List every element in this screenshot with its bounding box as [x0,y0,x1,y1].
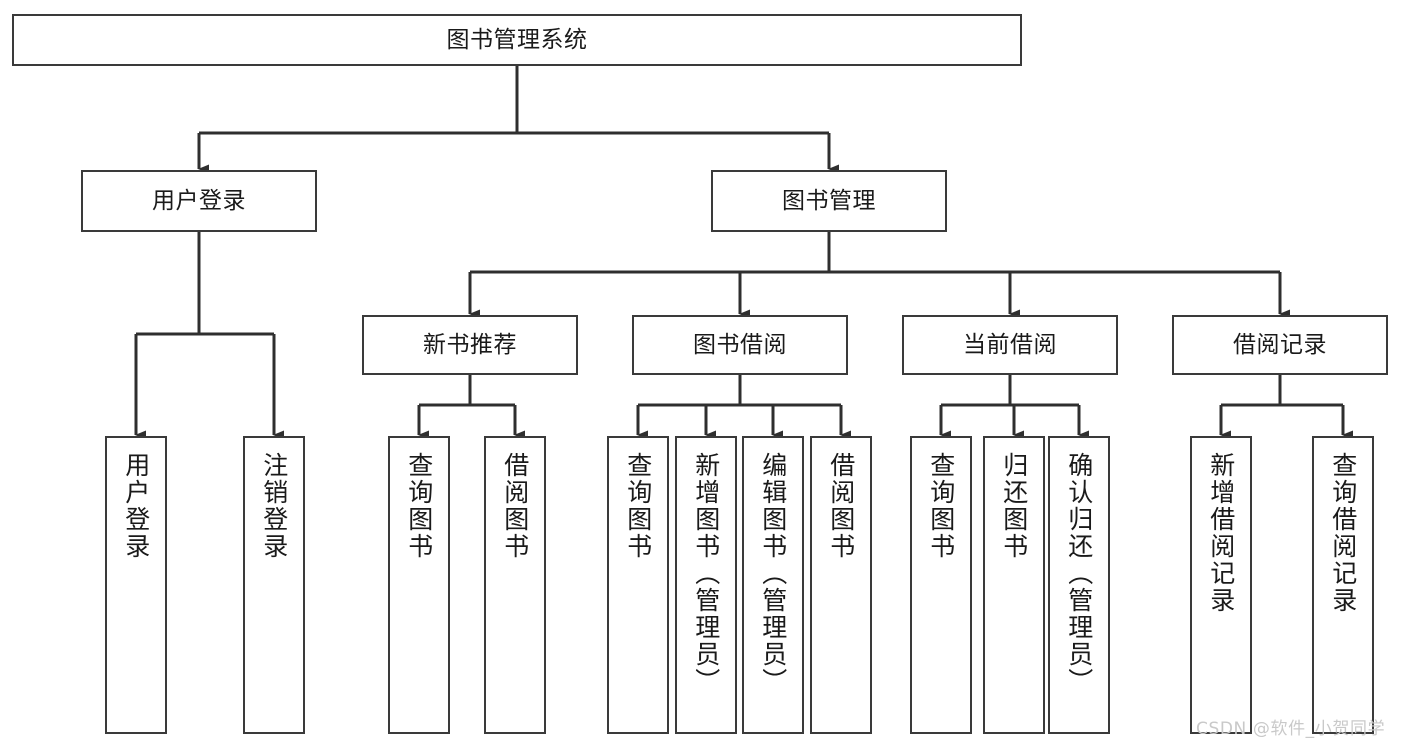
node-label: 图书借阅 [693,331,787,358]
node-label: 新增图书（管理员） [691,452,721,695]
node-l1-book[interactable]: 图书管理 [711,170,947,232]
node-label: 查询图书 [926,452,956,560]
node-label: 借阅图书 [500,452,530,560]
node-label: 当前借阅 [963,331,1057,358]
node-l2-newbook[interactable]: 新书推荐 [362,315,578,375]
node-label: 新书推荐 [423,331,517,358]
node-label: 图书管理系统 [446,26,588,53]
node-label: 查询借阅记录 [1328,452,1358,614]
node-root[interactable]: 图书管理系统 [12,14,1022,66]
node-label: 用户登录 [121,452,151,560]
node-leaf-cur-query[interactable]: 查询图书 [910,436,972,734]
node-label: 注销登录 [259,452,289,560]
node-label: 图书管理 [782,187,876,214]
node-leaf-bor-add[interactable]: 新增图书（管理员） [675,436,737,734]
node-label: 借阅记录 [1233,331,1327,358]
edge-group [134,66,1353,440]
node-label: 归还图书 [999,452,1029,560]
node-leaf-bor-borrow[interactable]: 借阅图书 [810,436,872,734]
node-l1-user[interactable]: 用户登录 [81,170,317,232]
node-label: 新增借阅记录 [1206,452,1236,614]
node-leaf-rec-add[interactable]: 新增借阅记录 [1190,436,1252,734]
node-leaf-new-query[interactable]: 查询图书 [388,436,450,734]
node-leaf-user-logout[interactable]: 注销登录 [243,436,305,734]
node-label: 查询图书 [404,452,434,560]
node-label: 用户登录 [152,187,246,214]
node-label: 查询图书 [623,452,653,560]
node-leaf-bor-query[interactable]: 查询图书 [607,436,669,734]
node-leaf-cur-return[interactable]: 归还图书 [983,436,1045,734]
node-leaf-cur-confirm[interactable]: 确认归还（管理员） [1048,436,1110,734]
node-l2-current[interactable]: 当前借阅 [902,315,1118,375]
node-leaf-user-login[interactable]: 用户登录 [105,436,167,734]
node-label: 确认归还（管理员） [1064,452,1094,695]
node-leaf-new-borrow[interactable]: 借阅图书 [484,436,546,734]
csdn-watermark: CSDN @软件_小贺同学 [1196,719,1386,739]
node-l2-record[interactable]: 借阅记录 [1172,315,1388,375]
node-label: 编辑图书（管理员） [758,452,788,695]
node-label: 借阅图书 [826,452,856,560]
node-leaf-bor-edit[interactable]: 编辑图书（管理员） [742,436,804,734]
node-leaf-rec-query[interactable]: 查询借阅记录 [1312,436,1374,734]
node-l2-borrow[interactable]: 图书借阅 [632,315,848,375]
